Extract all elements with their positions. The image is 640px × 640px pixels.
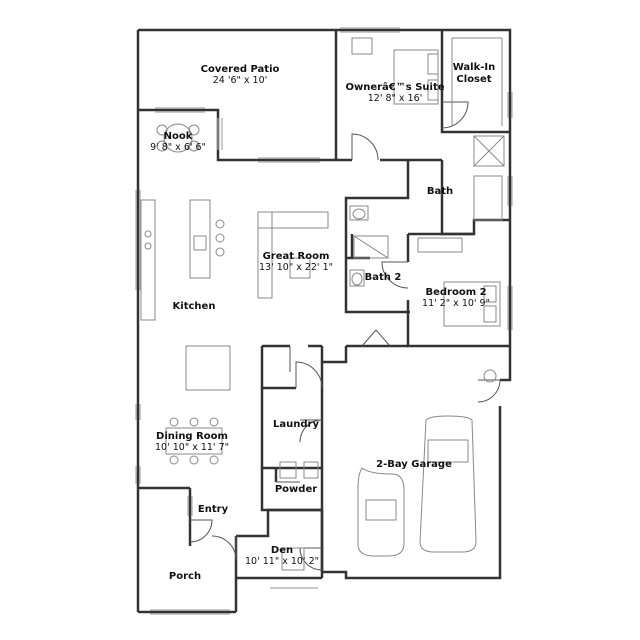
room-name: Walk-In xyxy=(452,62,496,73)
room-name: Den xyxy=(270,545,294,556)
room-name: Great Room xyxy=(262,251,330,262)
room-bedroom-2: Bedroom 2 11' 2" x 10' 9" xyxy=(422,287,490,309)
doors xyxy=(189,101,501,571)
room-dims: 11' 2" x 10' 9" xyxy=(422,297,490,309)
room-dining-room: Dining Room 10' 10" x 11' 7" xyxy=(155,431,229,453)
room-dims: 10' 11" x 10' 2" xyxy=(245,555,319,567)
room-nook: Nook 9' 8" x 6' 6" xyxy=(150,131,206,153)
room-covered-patio: Covered Patio 24 '6" x 10' xyxy=(201,64,280,86)
room-name: Covered Patio xyxy=(200,64,280,75)
room-name: Laundry xyxy=(273,419,319,430)
room-dims: 12' 8" x 16' xyxy=(367,92,423,104)
room-laundry: Laundry xyxy=(273,419,319,431)
room-dims: 24 '6" x 10' xyxy=(212,74,268,86)
room-name: Bath 2 xyxy=(364,272,402,283)
room-dims: 13' 10" x 22' 1" xyxy=(259,261,333,273)
room-name: Bath xyxy=(426,186,454,197)
room-name: 2-Bay Garage xyxy=(376,459,452,470)
walls xyxy=(136,28,512,614)
room-bath: Bath xyxy=(427,186,453,198)
room-name: Entry xyxy=(197,504,229,515)
windows xyxy=(135,27,513,615)
room-den: Den 10' 11" x 10' 2" xyxy=(245,545,319,567)
fixtures xyxy=(140,37,505,571)
room-dims: 10' 10" x 11' 7" xyxy=(155,441,229,453)
room-entry: Entry xyxy=(198,504,228,516)
room-name: Bedroom 2 xyxy=(425,287,487,298)
room-garage: 2-Bay Garage xyxy=(376,459,452,471)
room-powder: Powder xyxy=(275,484,317,496)
room-porch: Porch xyxy=(169,571,201,583)
room-name: Powder xyxy=(274,484,318,495)
room-walk-in-closet: Walk-In Closet xyxy=(453,62,496,85)
room-name: Porch xyxy=(168,571,202,582)
room-name: Ownerâ€™s Suite xyxy=(345,82,445,93)
room-name: Nook xyxy=(163,131,193,142)
room-kitchen: Kitchen xyxy=(173,301,216,313)
room-owners-suite: Ownerâ€™s Suite 12' 8" x 16' xyxy=(345,82,444,104)
room-name: Dining Room xyxy=(156,431,228,442)
room-great-room: Great Room 13' 10" x 22' 1" xyxy=(259,251,333,273)
room-dims: 9' 8" x 6' 6" xyxy=(150,141,206,153)
room-bath-2: Bath 2 xyxy=(365,272,402,284)
room-name: Closet xyxy=(456,73,492,85)
room-name: Kitchen xyxy=(172,301,216,312)
